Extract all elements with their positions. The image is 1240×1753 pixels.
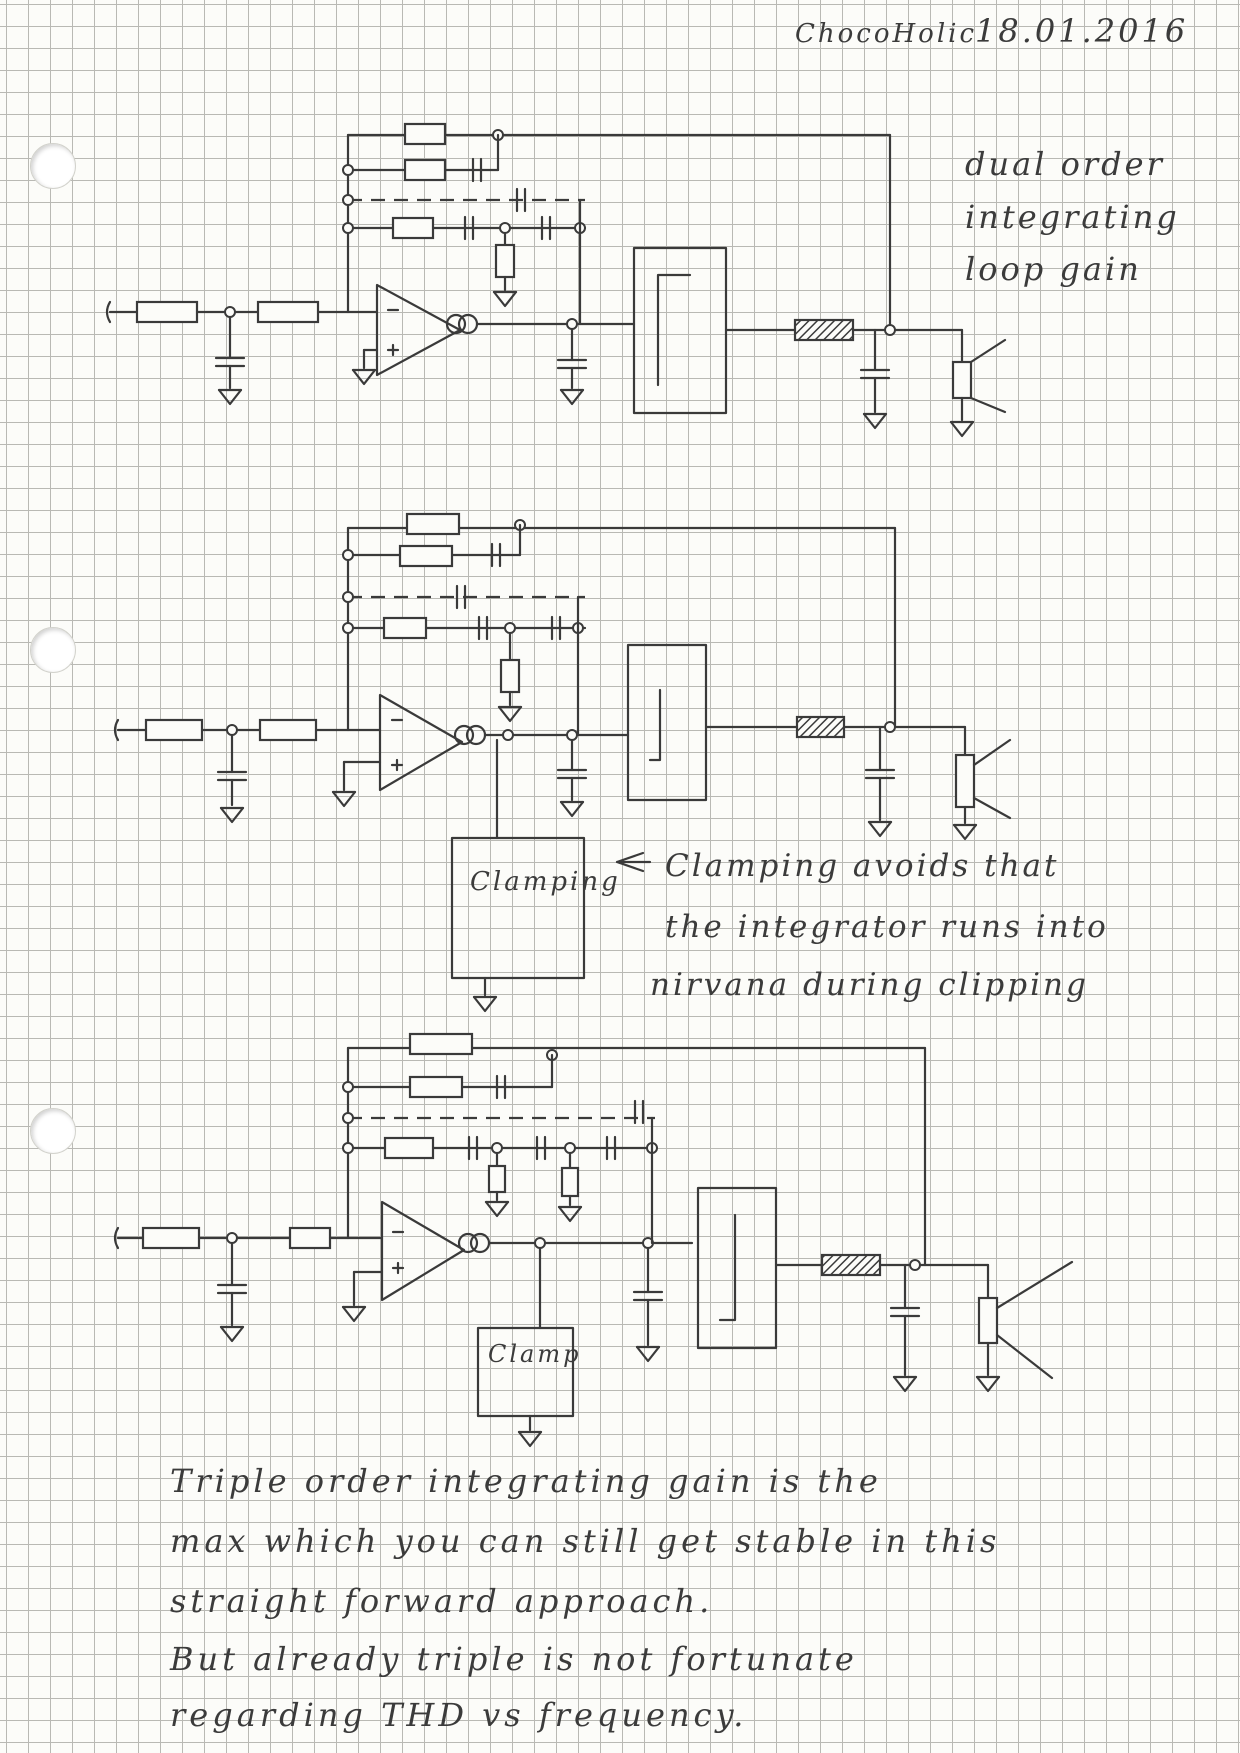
punch-hole-middle [30, 627, 76, 673]
date-label: 18.01.2016 [975, 12, 1188, 50]
clamping-label: Clamping [470, 867, 621, 897]
author-name: ChocoHolic [795, 19, 977, 49]
schematic-dual-order [105, 122, 1007, 438]
opamp-3 [380, 1200, 466, 1302]
note-clamping-line-1: Clamping avoids that [665, 848, 1059, 884]
input-resistor-1 [135, 300, 199, 324]
conclusion-line-5: regarding THD vs frequency. [170, 1696, 748, 1734]
speaker-2 [954, 753, 976, 809]
note-dual-order-line-3: loop gain [965, 250, 1142, 288]
note-dual-order-line-1: dual order [965, 145, 1165, 183]
note-clamping-line-2: the integrator runs into [665, 909, 1109, 945]
note-dual-order-line-2: integrating [965, 198, 1180, 236]
output-stage-1 [632, 246, 728, 415]
clamping-box [450, 836, 586, 980]
speaker-1 [951, 360, 973, 400]
punch-hole-bottom [30, 1108, 76, 1154]
output-stage-3 [696, 1186, 778, 1350]
opamp-1 [375, 283, 462, 377]
output-inductor-1 [793, 318, 855, 342]
conclusion-line-4: But already triple is not fortunate [170, 1640, 858, 1678]
note-clamping-line-3: nirvana during clipping [650, 967, 1089, 1003]
output-inductor-3 [820, 1253, 882, 1277]
conclusion-line-2: max which you can still get stable in th… [170, 1522, 1001, 1560]
output-stage-2 [626, 643, 708, 802]
clamp-box [476, 1326, 575, 1418]
clamp-label: Clamp [488, 1340, 581, 1368]
punch-hole-top [30, 143, 76, 189]
speaker-3 [977, 1296, 999, 1345]
output-inductor-2 [795, 715, 846, 739]
conclusion-line-1: Triple order integrating gain is the [170, 1462, 882, 1500]
opamp-2 [378, 693, 464, 792]
schematic-triple-order: Clamp [113, 1032, 1074, 1448]
input-resistor-2 [256, 300, 320, 324]
conclusion-line-3: straight forward approach. [170, 1582, 714, 1620]
schematic-with-clamping: Clamping [113, 512, 1012, 1013]
